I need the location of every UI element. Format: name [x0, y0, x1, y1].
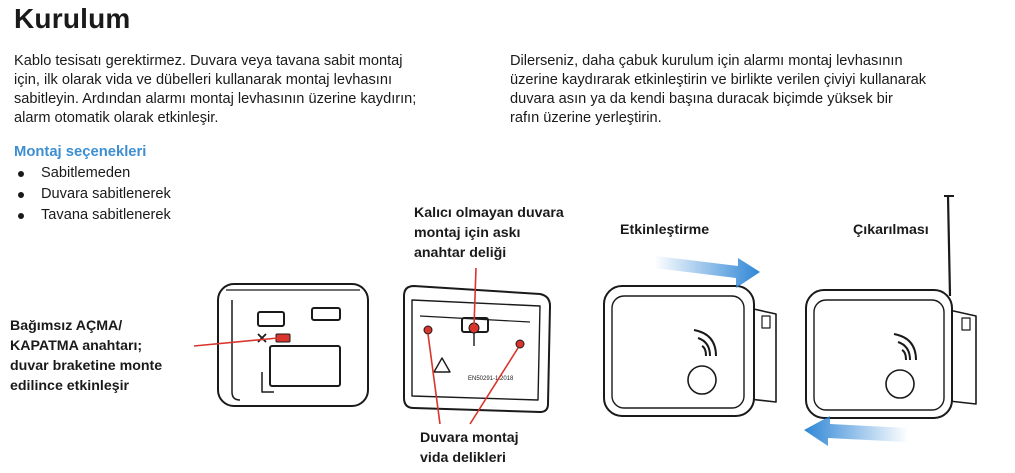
callout-line: duvar braketine monte [10, 358, 163, 374]
intro-left-line: sabitleyin. Ardından alarmı montaj levha… [14, 91, 417, 107]
bracket-front-illustration: EN50291-1:2018 [403, 285, 551, 413]
list-item-label: Sabitlemeden [41, 165, 131, 181]
bullet-icon [18, 213, 24, 219]
intro-right-paragraph: Dilerseniz, daha çabuk kurulum için alar… [510, 52, 1000, 128]
callout-line: Duvara montaj [420, 430, 519, 446]
activation-label: Etkinleştirme [620, 222, 710, 238]
intro-right-line: Dilerseniz, daha çabuk kurulum için alar… [510, 53, 903, 69]
callout-line: Kalıcı olmayan duvara [414, 205, 564, 221]
intro-left-paragraph: Kablo tesisatı gerektirmez. Duvara veya … [14, 52, 484, 128]
screw-holes-callout: Duvara montaj vida delikleri [420, 428, 519, 468]
intro-left-line: için, ilk olarak vida ve dübelleri kulla… [14, 72, 393, 88]
slide-on-arrow-icon [654, 256, 760, 288]
callout-line: vida delikleri [420, 450, 506, 466]
list-item-label: Duvara sabitlenerek [41, 186, 171, 202]
list-item: Tavana sabitlenerek [14, 205, 171, 226]
page-title: Kurulum [14, 3, 131, 34]
intro-right-line: rafın üzerine yerleştirin. [510, 110, 662, 126]
mounting-options-list: Sabitlemeden Duvara sabitlenerek Tavana … [14, 163, 171, 226]
callout-line: anahtar deliği [414, 245, 507, 261]
bracket-back-illustration [217, 283, 369, 407]
intro-right-line: duvara asın ya da kendi başına duracak b… [510, 91, 893, 107]
removal-label: Çıkarılması [853, 222, 929, 238]
callout-line: Bağımsız AÇMA/ [10, 318, 123, 334]
bullet-icon [18, 171, 24, 177]
slide-off-arrow-icon [804, 416, 908, 446]
plate-marking: EN50291-1:2018 [468, 376, 514, 382]
bullet-icon [18, 192, 24, 198]
callout-line: edilince etkinleşir [10, 378, 130, 394]
list-item: Duvara sabitlenerek [14, 184, 171, 205]
intro-right-line: üzerine kaydırarak etkinleştirin ve birl… [510, 72, 927, 88]
list-item-label: Tavana sabitlenerek [41, 207, 171, 223]
mounting-options-heading: Montaj seçenekleri [14, 144, 147, 160]
callout-line: montaj için askı [414, 225, 521, 241]
callout-line: KAPATMA anahtarı; [10, 338, 143, 354]
intro-left-line: Kablo tesisatı gerektirmez. Duvara veya … [14, 53, 403, 69]
alarm-removal-illustration [805, 195, 977, 419]
intro-left-line: alarm otomatik olarak etkinleşir. [14, 110, 219, 126]
switch-callout: Bağımsız AÇMA/ KAPATMA anahtarı; duvar b… [10, 316, 162, 396]
list-item: Sabitlemeden [14, 163, 171, 184]
callout-leaders [193, 267, 519, 425]
keyhole-callout: Kalıcı olmayan duvara montaj için askı a… [414, 203, 564, 263]
alarm-activation-illustration [603, 285, 777, 417]
